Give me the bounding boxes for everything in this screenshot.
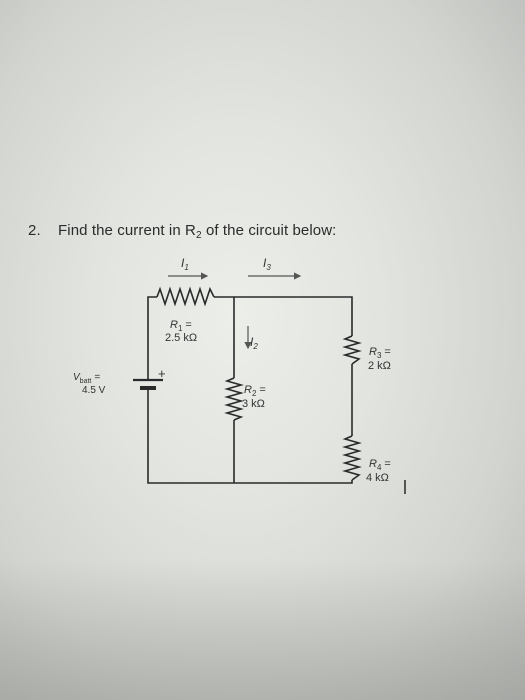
battery-value: 4.5 V (82, 385, 106, 396)
resistor-r4-symbol (342, 435, 362, 481)
resistor-r2-value: 3 kΩ (242, 398, 265, 410)
question-prompt-subscript: 2 (196, 230, 202, 241)
resistor-r2-symbol (224, 377, 244, 421)
question-number: 2. (28, 222, 41, 239)
wire-top (214, 296, 353, 336)
battery-symbol (133, 370, 163, 395)
resistor-r4-name: R4= (369, 458, 391, 472)
circuit-wires (147, 296, 353, 484)
question-prompt: Find the current in R (58, 222, 196, 239)
question-text: 2. Find the current in R2 of the circuit … (28, 222, 336, 241)
resistor-r1-name: R1= (170, 319, 192, 333)
current-i3-label: I3 (263, 256, 271, 272)
battery-name: Vbatt= (73, 372, 100, 385)
current-i2-label: I2 (250, 335, 258, 351)
resistor-r3-value: 2 kΩ (368, 360, 391, 372)
current-i1-label: I1 (181, 256, 189, 272)
photo-shadow (0, 560, 525, 700)
pen-mark (404, 480, 406, 494)
resistor-r3-name: R3= (369, 346, 391, 360)
resistor-r2-name: R2= (244, 384, 266, 398)
resistor-r1-value: 2.5 kΩ (165, 332, 197, 344)
question-prompt-end: of the circuit below: (201, 222, 337, 239)
resistor-r4-value: 4 kΩ (366, 472, 389, 484)
battery-plus-sign: + (158, 366, 166, 381)
wire-bottom (147, 395, 353, 484)
wire-left-top (147, 296, 157, 370)
resistor-r3-symbol (342, 335, 362, 365)
resistor-r1-symbol (156, 286, 215, 307)
